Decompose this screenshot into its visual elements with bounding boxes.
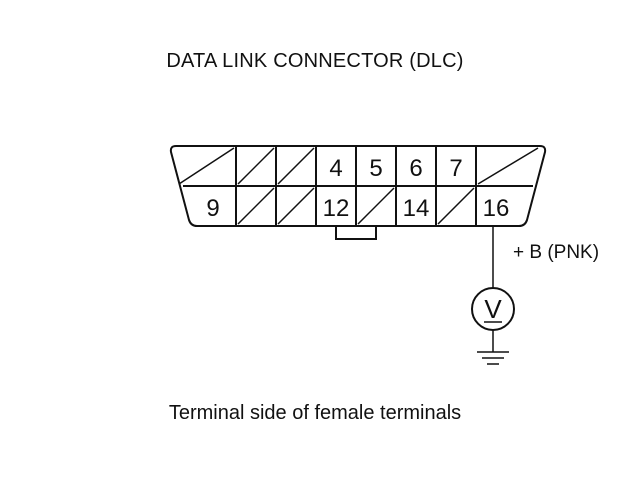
terminal-label: 7 [449,155,462,182]
diagram-title: DATA LINK CONNECTOR (DLC) [166,50,464,72]
connector-housing [169,145,547,227]
top-row-dividers [235,146,477,186]
terminal-label: 12 [323,195,350,222]
terminal-label: 5 [369,155,382,182]
terminal-label: 16 [483,195,510,222]
terminal-label: 6 [409,155,422,182]
unused-cells-top [178,147,539,185]
ground-icon [477,351,509,365]
terminal-label: 14 [403,195,430,222]
locking-tab [335,226,377,240]
bottom-row-dividers [235,186,477,226]
terminal-label: 9 [206,195,219,222]
terminal-label: 4 [329,155,342,182]
voltmeter-symbol: V [484,294,502,324]
diagram-caption: Terminal side of female terminals [168,402,462,424]
unused-cells-bottom [237,187,475,225]
supply-label: + B (PNK) [513,242,599,263]
